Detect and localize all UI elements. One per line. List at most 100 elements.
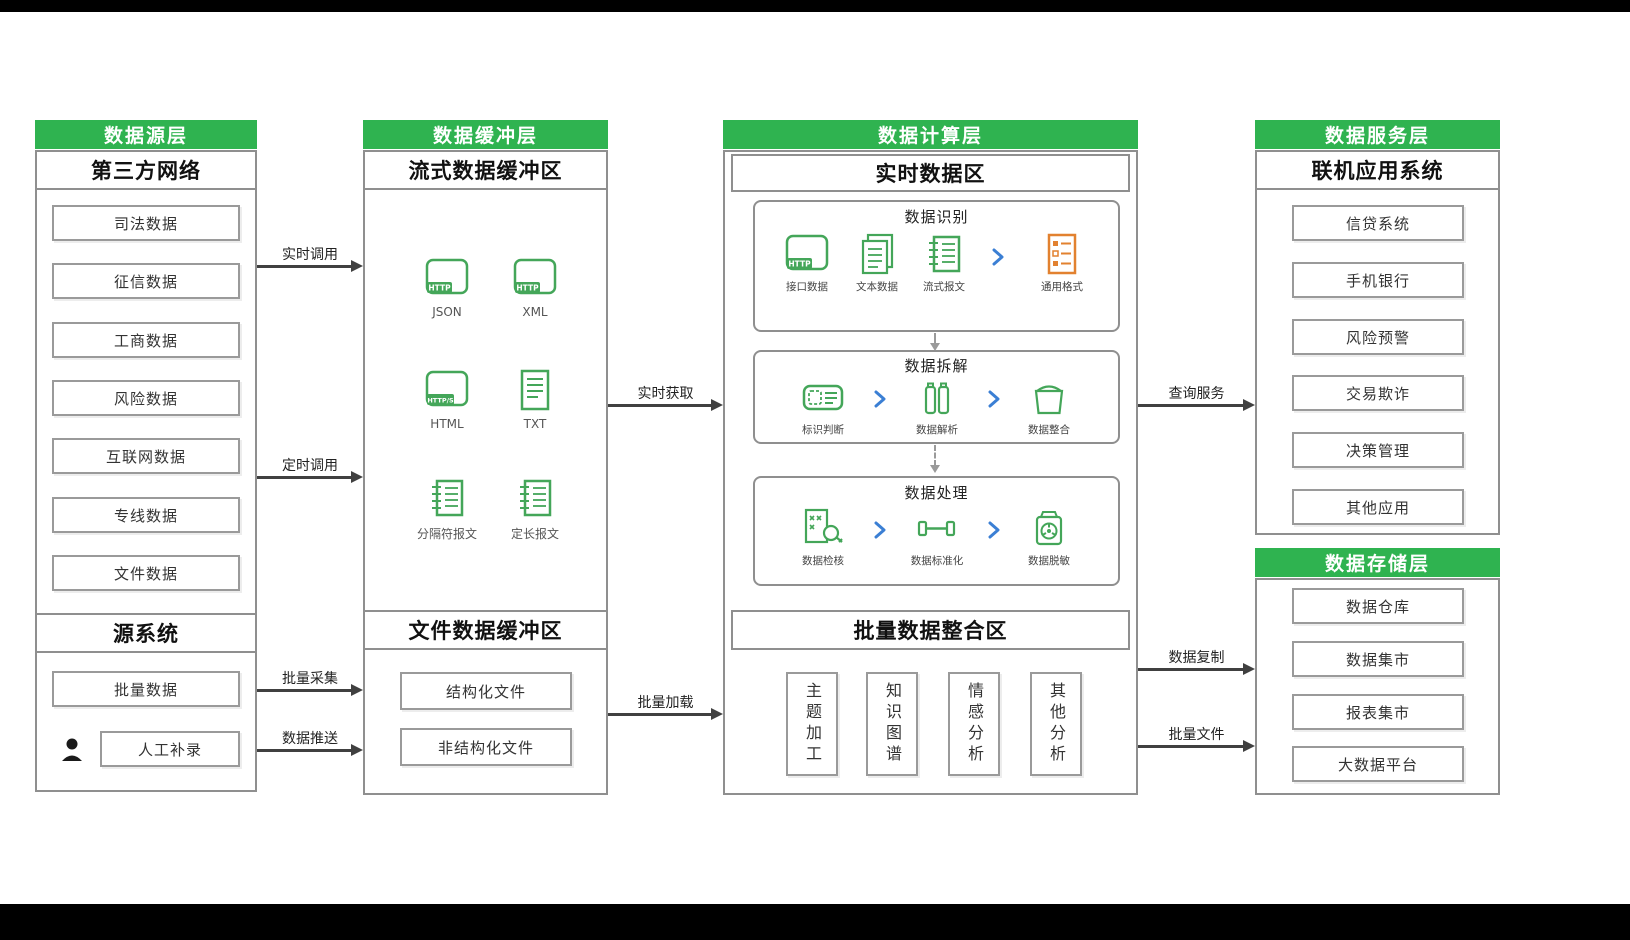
step-data-standardize: 数据标准化 bbox=[898, 506, 976, 568]
format-fixed-length-message: 定长报文 bbox=[497, 476, 573, 542]
parse-icon bbox=[924, 382, 950, 415]
step-label: 通用格式 bbox=[1041, 281, 1083, 293]
arrow-label-realtime-fetch: 实时获取 bbox=[637, 386, 694, 402]
step-interface-data: HTTP 接口数据 bbox=[775, 232, 839, 294]
http-icon: HTTP bbox=[513, 258, 557, 295]
service-item-box: 交易欺诈 bbox=[1292, 375, 1464, 411]
arrow-batch-load bbox=[608, 713, 711, 716]
arrow-label-batch-collect: 批量采集 bbox=[282, 671, 338, 687]
step-label: 数据解析 bbox=[916, 424, 958, 436]
stage-title: 数据处理 bbox=[904, 484, 969, 502]
arrow-batch-collect bbox=[257, 689, 351, 692]
service-item-box: 信贷系统 bbox=[1292, 205, 1464, 241]
arrow-data-copy bbox=[1138, 668, 1243, 671]
batch-item-label: 情感分析 bbox=[965, 682, 984, 766]
step-data-integrate: 数据整合 bbox=[1014, 375, 1084, 437]
step-label: 数据检核 bbox=[802, 555, 844, 567]
service-item-box: 决策管理 bbox=[1292, 432, 1464, 468]
format-label: XML bbox=[522, 305, 548, 319]
format-json: HTTP JSON bbox=[415, 256, 479, 319]
arrow-label-timed-call: 定时调用 bbox=[282, 458, 338, 474]
arrowhead bbox=[1243, 399, 1255, 411]
service-item-box: 风险预警 bbox=[1292, 319, 1464, 355]
format-xml: HTTP XML bbox=[503, 256, 567, 319]
step-label: 文本数据 bbox=[856, 281, 898, 293]
source-item-box: 批量数据 bbox=[52, 671, 240, 707]
arrowhead bbox=[1243, 663, 1255, 675]
storage-item-box: 数据仓库 bbox=[1292, 588, 1464, 624]
step-identify-judge: 标识判断 bbox=[788, 375, 858, 437]
arrow-label-batch-load: 批量加载 bbox=[637, 695, 694, 711]
source-item-box: 互联网数据 bbox=[52, 438, 240, 474]
buffer-item-box: 结构化文件 bbox=[400, 672, 572, 710]
section-title-online-apps: 联机应用系统 bbox=[1255, 150, 1500, 190]
format-label: TXT bbox=[523, 417, 547, 431]
step-label: 流式报文 bbox=[923, 281, 965, 293]
spiral-message-icon bbox=[520, 479, 552, 517]
source-item-box: 风险数据 bbox=[52, 380, 240, 416]
chevron-right-icon bbox=[992, 248, 1004, 266]
batch-item-label: 其他分析 bbox=[1047, 682, 1066, 766]
storage-item-box: 数据集市 bbox=[1292, 641, 1464, 677]
http-icon: HTTP bbox=[785, 234, 829, 271]
svg-text:HTTP: HTTP bbox=[788, 260, 811, 269]
step-data-mask: 数据脱敏 bbox=[1014, 506, 1084, 568]
dashed-arrowhead bbox=[930, 465, 940, 473]
section-title-realtime-zone: 实时数据区 bbox=[731, 154, 1130, 192]
storage-layer-header: 数据存储层 bbox=[1255, 548, 1500, 577]
batch-item-box: 其他分析 bbox=[1030, 672, 1082, 776]
format-delimited-message: 分隔符报文 bbox=[409, 476, 485, 542]
source-item-box: 文件数据 bbox=[52, 555, 240, 591]
arrow-realtime-call bbox=[257, 265, 351, 268]
identify-icon bbox=[802, 384, 844, 411]
service-item-box: 手机银行 bbox=[1292, 262, 1464, 298]
arrow-batch-file bbox=[1138, 745, 1243, 748]
chevron-right-icon bbox=[874, 390, 886, 408]
stacked-docs-icon bbox=[861, 233, 894, 275]
http-icon: HTTP bbox=[425, 258, 469, 295]
arrow-data-push bbox=[257, 749, 351, 752]
step-generic-format: 通用格式 bbox=[1026, 232, 1098, 294]
batch-item-box: 知识图谱 bbox=[866, 672, 918, 776]
format-label: 定长报文 bbox=[510, 527, 559, 541]
service-layer-header: 数据服务层 bbox=[1255, 120, 1500, 149]
mask-icon bbox=[1035, 511, 1063, 546]
stage-title: 数据识别 bbox=[904, 208, 969, 226]
dashed-arrow-down bbox=[934, 445, 936, 466]
standardize-icon bbox=[917, 520, 956, 537]
arrowhead bbox=[1243, 740, 1255, 752]
dashed-arrowhead bbox=[930, 343, 940, 351]
svg-text:HTTP: HTTP bbox=[428, 284, 451, 293]
section-title-batch-zone: 批量数据整合区 bbox=[731, 610, 1130, 650]
section-title-third-party: 第三方网络 bbox=[35, 150, 257, 190]
storage-item-box: 大数据平台 bbox=[1292, 746, 1464, 782]
arrow-timed-call bbox=[257, 476, 351, 479]
storage-item-box: 报表集市 bbox=[1292, 694, 1464, 730]
stage-title: 数据拆解 bbox=[904, 357, 969, 375]
checklist-icon bbox=[1047, 233, 1077, 275]
arrowhead bbox=[351, 260, 363, 272]
chevron-right-icon bbox=[988, 390, 1000, 408]
compute-layer-header: 数据计算层 bbox=[723, 120, 1138, 149]
arrowhead bbox=[351, 684, 363, 696]
spiral-message-icon bbox=[929, 235, 961, 273]
format-label: 分隔符报文 bbox=[416, 527, 477, 541]
svg-text:HTTP/S: HTTP/S bbox=[427, 397, 454, 405]
buffer-layer-header: 数据缓冲层 bbox=[363, 120, 608, 149]
step-data-parse: 数据解析 bbox=[902, 375, 972, 437]
arrow-label-query-service: 查询服务 bbox=[1168, 386, 1225, 402]
step-label: 数据整合 bbox=[1028, 424, 1070, 436]
chevron-right-icon bbox=[874, 521, 886, 539]
arrow-label-data-copy: 数据复制 bbox=[1168, 650, 1225, 666]
arrow-query-service bbox=[1138, 404, 1243, 407]
batch-item-label: 知识图谱 bbox=[883, 682, 902, 766]
source-item-box: 专线数据 bbox=[52, 497, 240, 533]
arrowhead bbox=[711, 399, 723, 411]
batch-item-box: 情感分析 bbox=[948, 672, 1000, 776]
source-item-box: 司法数据 bbox=[52, 205, 240, 241]
step-stream-message: 流式报文 bbox=[912, 232, 976, 294]
step-text-data: 文本数据 bbox=[845, 232, 909, 294]
bottom-black-bar bbox=[0, 904, 1630, 940]
arrow-label-data-push: 数据推送 bbox=[282, 731, 338, 747]
